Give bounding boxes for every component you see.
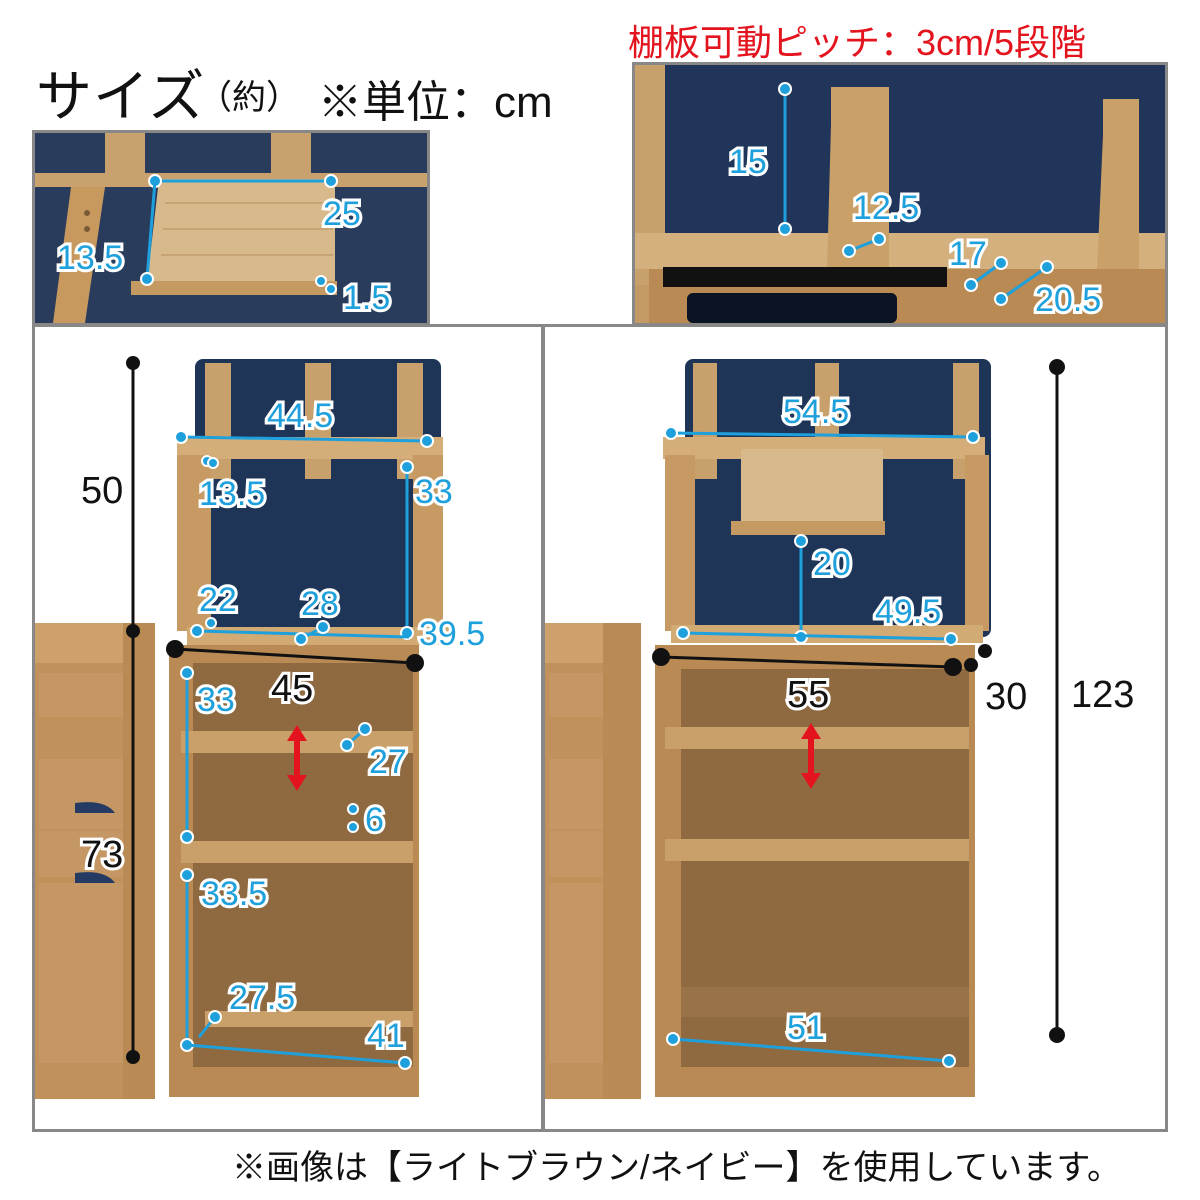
lower-section-height-label: 33.5 [201,875,267,913]
approx-note: （約） [198,79,300,117]
divider-gap-label: 12.5 [853,189,919,227]
bottom-width-label: 41 [367,1017,405,1055]
wide-shelf-illustration: 54.5 20 49.5 51 55 30 123 [545,359,1137,1099]
narrow-shelf-panel: 44.5 13.5 33 22 28 39.5 33 27 6 33.5 27.… [32,324,544,1132]
shelf-detail-illustration: 15 12.5 17 20.5 [635,65,1165,323]
bottom-width-label: 51 [787,1009,825,1047]
tray-detail-panel: 25 13.5 1.5 [32,130,430,326]
hutch-base-depth2-label: 28 [301,585,339,623]
page-title: サイズ [36,65,206,128]
slot-depth-label: 20.5 [1035,281,1101,319]
depth-label: 30 [985,676,1027,718]
hutch-base-depth-label: 22 [199,581,237,619]
hutch-width-label: 44.5 [267,397,333,435]
divider-height-label: 15 [729,143,767,181]
hutch-depth-label: 13.5 [199,475,265,513]
slot-width-label: 17 [949,235,987,273]
narrow-shelf-illustration: 44.5 13.5 33 22 28 39.5 33 27 6 33.5 27.… [35,356,488,1099]
wide-shelf-panel: 54.5 20 49.5 51 55 30 123 [542,324,1168,1132]
tray-depth-label: 13.5 [57,239,123,277]
tray-detail-illustration: 25 13.5 1.5 [35,133,427,323]
tray-width-label: 25 [323,195,361,233]
overall-width-label: 45 [271,668,313,710]
bookcase-height-label: 73 [81,834,123,876]
tray-clearance-label: 20 [813,545,851,583]
image-color-note: ※画像は【ライトブラウン/ネイビー】を使用しています。 [232,1149,1122,1187]
upper-section-height-label: 33 [197,681,235,719]
shelf-thickness-label: 6 [365,801,384,839]
shelf-depth-label: 27 [369,743,407,781]
overall-height-label: 123 [1071,674,1134,716]
shelf-pitch-note: 棚板可動ピッチ：3cm/5段階 [628,22,1087,63]
hutch-height-label: 50 [81,470,123,512]
bottom-depth-label: 27.5 [229,979,295,1017]
hutch-base-width-label: 49.5 [875,593,941,631]
tray-lip-label: 1.5 [343,279,390,317]
hutch-width-label: 54.5 [783,393,849,431]
unit-note: ※単位：cm [318,78,553,127]
overall-width-label: 55 [787,674,829,716]
hutch-base-width-label: 39.5 [419,615,485,653]
shelf-detail-panel: 15 12.5 17 20.5 [632,62,1168,326]
hutch-inner-height-label: 33 [415,473,453,511]
